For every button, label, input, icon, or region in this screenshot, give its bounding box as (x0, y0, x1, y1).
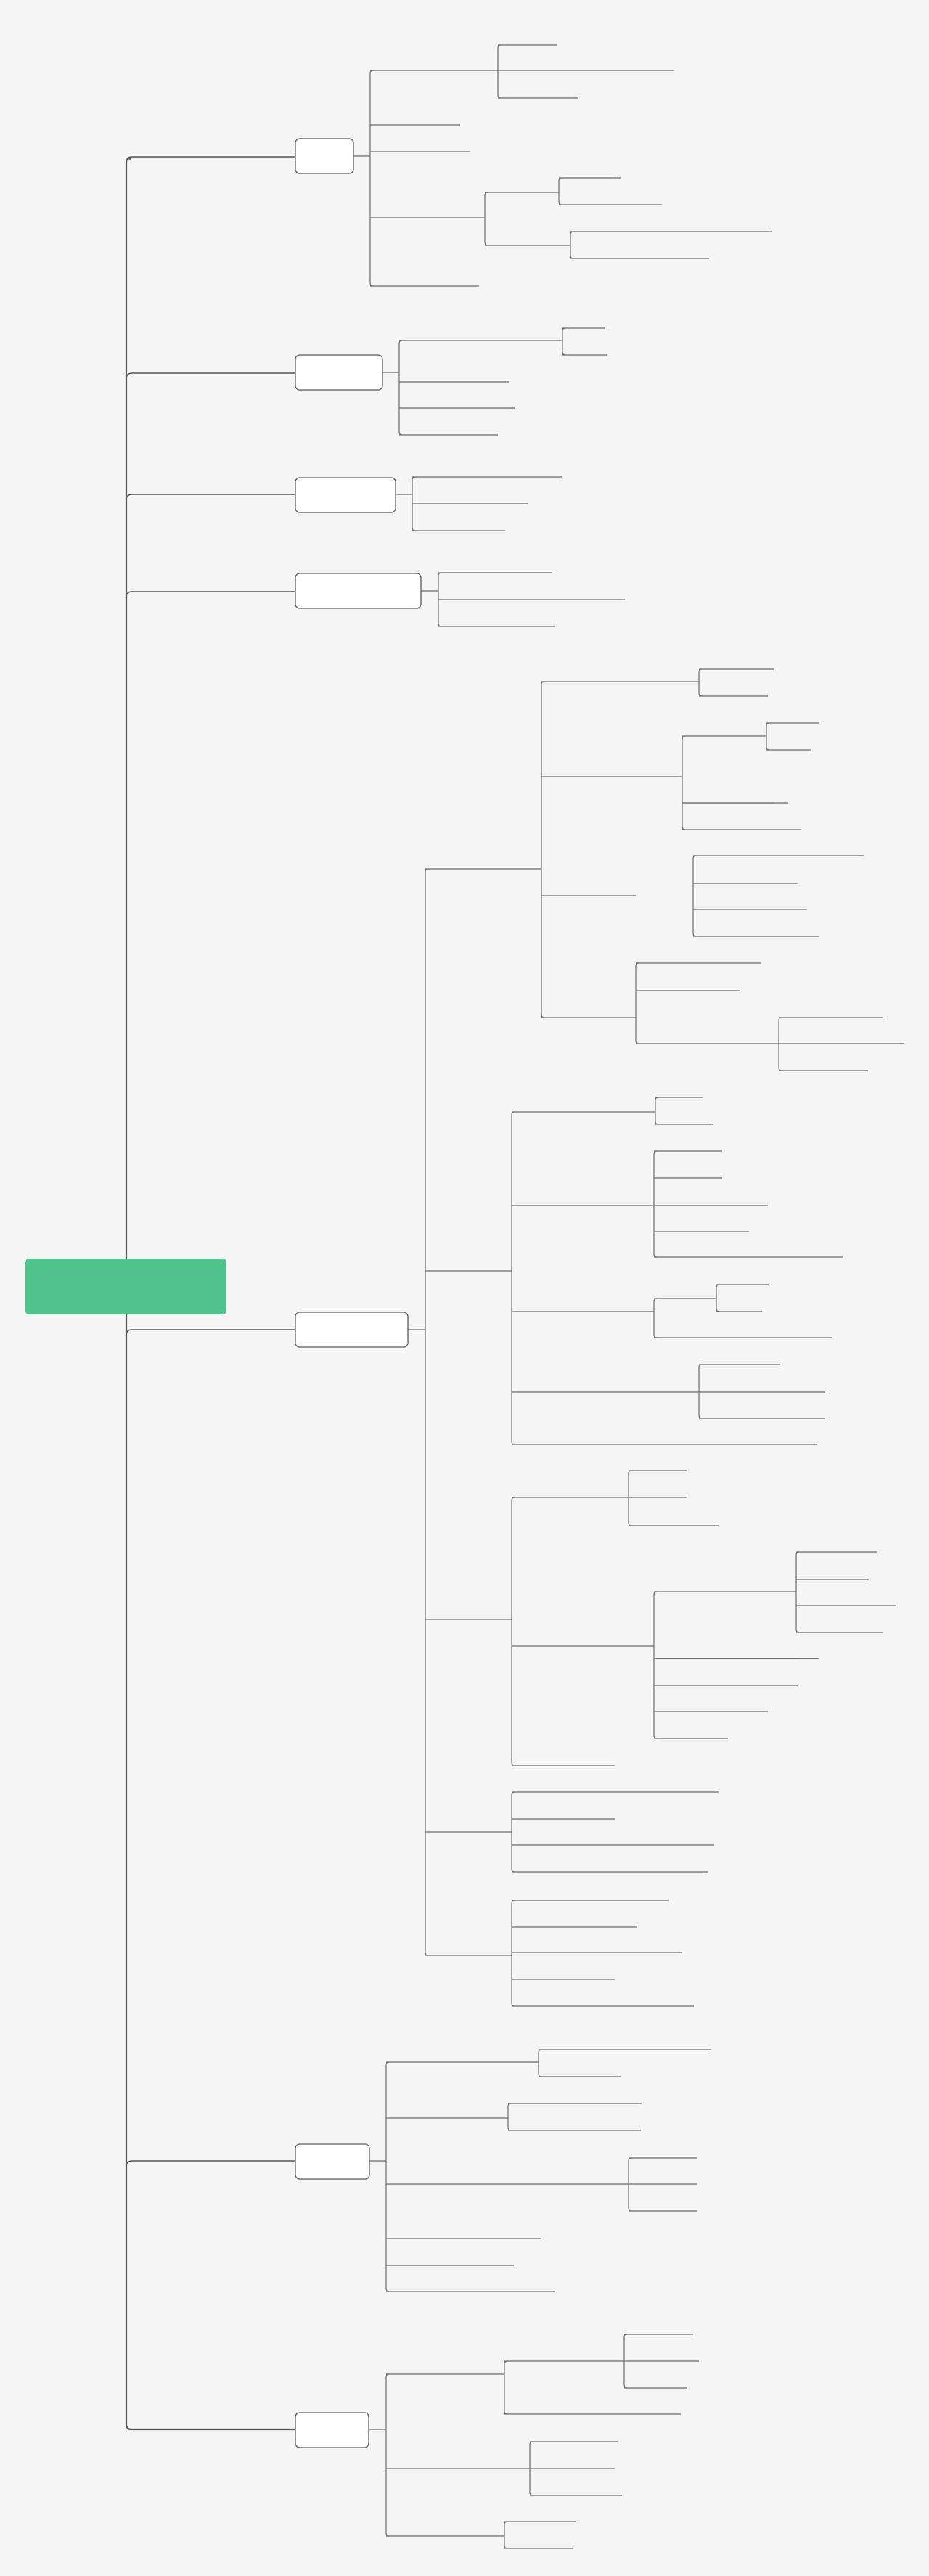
bracket-connector (511, 1900, 515, 2007)
branch-hook-connector (126, 156, 295, 163)
bracket-connector (538, 2049, 542, 2077)
bracket-connector (484, 192, 488, 246)
bracket-connector (692, 855, 697, 937)
bracket-connector (635, 962, 639, 1044)
branch-hook-connector (126, 591, 295, 598)
branch-node-1 (295, 138, 354, 174)
branch-node-3 (295, 477, 396, 513)
bracket-connector (385, 2061, 390, 2292)
branch-node-5 (295, 1312, 409, 1348)
bracket-connector (511, 1111, 515, 1445)
bracket-connector (558, 177, 562, 205)
branch-node-4 (295, 573, 422, 609)
bracket-connector (682, 735, 686, 830)
bracket-connector (562, 327, 566, 356)
connector-lines (125, 44, 904, 2549)
bracket-connector (511, 1791, 515, 1873)
branch-node-2 (295, 354, 383, 391)
branch-node-6 (295, 2143, 370, 2180)
bracket-connector (541, 681, 545, 1018)
branch-hook-connector (126, 1329, 295, 1336)
bracket-connector (570, 231, 574, 259)
bracket-connector (766, 722, 770, 751)
bracket-connector (698, 1364, 703, 1419)
bracket-connector (653, 1298, 658, 1338)
branch-hook-connector (126, 494, 295, 501)
bracket-connector (507, 2103, 512, 2131)
branch-hook-connector (126, 372, 295, 380)
bracket-connector (628, 1470, 632, 1526)
bracket-connector (504, 2521, 508, 2549)
bracket-connector (511, 1497, 515, 1766)
branch-node-7 (295, 2412, 369, 2448)
bracket-connector (497, 44, 502, 99)
bracket-connector (795, 1551, 800, 1633)
node-boxes (25, 138, 422, 2448)
branch-hook-connector (126, 2160, 295, 2167)
bracket-connector (698, 668, 703, 697)
bracket-connector (653, 1150, 658, 1258)
bracket-connector (655, 1097, 659, 1125)
root-topic-node (25, 1259, 226, 1314)
bracket-connector (716, 1284, 720, 1312)
bracket-connector (398, 340, 403, 436)
bracket-connector (369, 70, 374, 287)
bracket-connector (425, 868, 429, 1956)
bracket-connector (504, 2360, 508, 2415)
bracket-connector (653, 1591, 658, 1739)
bracket-connector (385, 2373, 390, 2537)
